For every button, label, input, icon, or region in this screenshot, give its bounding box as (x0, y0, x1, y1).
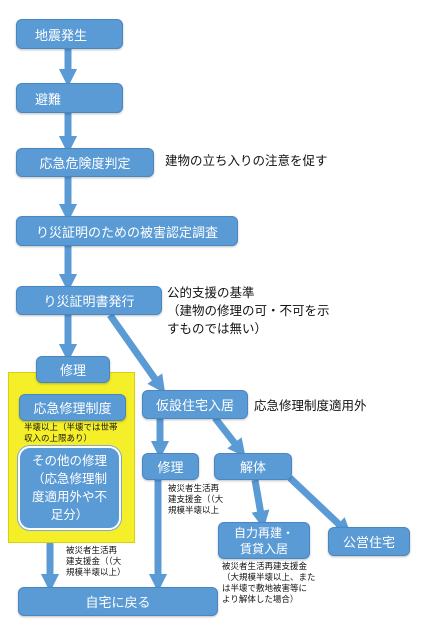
demolition-box: 解体 (214, 453, 292, 480)
arrow-9 (251, 479, 270, 529)
repair-label: 修理 (59, 364, 86, 379)
cert-note-line-2: （建物の修理の可・不可を示 (167, 303, 330, 318)
damage-survey-label: り災証明のための被害認定調査 (35, 225, 218, 241)
risk-note: 建物の立ち入りの注意を促す (165, 152, 328, 170)
earthquake-label: 地震発生 (35, 28, 88, 44)
arrow-8 (212, 415, 246, 458)
support-bottom-line-3: は半壊で敷地被害等に (222, 584, 308, 594)
self-rebuild-box: 自力再建・ 賃貸入居 (218, 522, 310, 559)
support-left-note: 被災者生活再 建支援金（（大 規模半壊以上） (66, 546, 126, 579)
support-bottom-line-2: （大規模半壊以上、また (222, 573, 316, 583)
support-bottom-line-4: より解体した場合） (222, 595, 299, 605)
public-housing-box: 公営住宅 (328, 527, 410, 556)
certificate-issue-box: り災証明書発行 (16, 286, 162, 315)
other-repair-line-3: 度適用外や不 (31, 489, 107, 504)
support-left-line-2: 建支援金（（大 (66, 557, 122, 567)
self-rebuild-line-2: 賃貸入居 (239, 541, 288, 556)
other-repair-box: その他の修理 （応急修理制 度適用外や不 足分） (18, 446, 121, 530)
half-destroyed-line-2: 収入の上限あり） (24, 434, 93, 444)
risk-note-text: 建物の立ち入りの注意を促す (165, 153, 328, 168)
half-destroyed-line-1: 半壊以上（半壊では世帯 (24, 423, 118, 433)
cert-note-line-3: すものでは無い） (167, 321, 268, 336)
certificate-issue-label: り災証明書発行 (43, 295, 135, 310)
support-left-line-3: 規模半壊以上） (66, 568, 126, 578)
return-home-label: 自宅に戻る (85, 596, 151, 611)
support-mid-line-1: 被災者生活再 (168, 484, 220, 494)
demolition-label: 解体 (239, 461, 266, 476)
repair2-label: 修理 (157, 461, 184, 476)
temp-note: 応急修理制度適用外 (254, 397, 367, 415)
cert-note-line-1: 公的支援の基準 (167, 285, 255, 300)
arrow-10 (287, 475, 352, 537)
emergency-risk-box: 応急危険度判定 (16, 148, 154, 177)
temporary-housing-label: 仮設住宅入居 (155, 399, 234, 414)
other-repair-line-2: （応急修理制 (31, 471, 107, 486)
temp-note-text: 応急修理制度適用外 (254, 398, 367, 413)
support-bottom-note: 被災者生活再建支援金 （大規模半壊以上、また は半壊で敷地被害等に より解体した… (222, 562, 316, 606)
emergency-risk-label: 応急危険度判定 (39, 157, 131, 172)
damage-survey-box: り災証明のための被害認定調査 (16, 216, 238, 246)
emergency-repair-box: 応急修理制度 (19, 394, 126, 421)
evacuation-label: 避難 (35, 92, 62, 108)
other-repair-line-1: その他の修理 (31, 453, 107, 468)
support-mid-line-2: 建支援金（（大 (168, 495, 224, 505)
return-home-box: 自宅に戻る (18, 587, 218, 616)
repair-box: 修理 (36, 356, 110, 383)
repair2-box: 修理 (142, 453, 199, 480)
temporary-housing-box: 仮設住宅入居 (142, 390, 248, 419)
half-destroyed-note: 半壊以上（半壊では世帯 収入の上限あり） (24, 423, 118, 445)
other-repair-line-4: 足分） (50, 507, 89, 522)
arrow-6 (107, 312, 166, 394)
evacuation-box: 避難 (16, 83, 123, 113)
cert-note: 公的支援の基準 （建物の修理の可・不可を示 すものでは無い） (167, 284, 330, 338)
public-housing-label: 公営住宅 (342, 536, 395, 551)
support-mid-note: 被災者生活再 建支援金（（大 規模半壊以上 (168, 484, 223, 517)
self-rebuild-line-1: 自力再建・ (233, 525, 294, 540)
earthquake-box: 地震発生 (16, 19, 123, 49)
support-bottom-line-1: 被災者生活再建支援金 (222, 562, 308, 572)
support-mid-line-3: 規模半壊以上 (168, 506, 220, 516)
emergency-repair-label: 応急修理制度 (33, 402, 112, 417)
support-left-line-1: 被災者生活再 (66, 546, 118, 556)
